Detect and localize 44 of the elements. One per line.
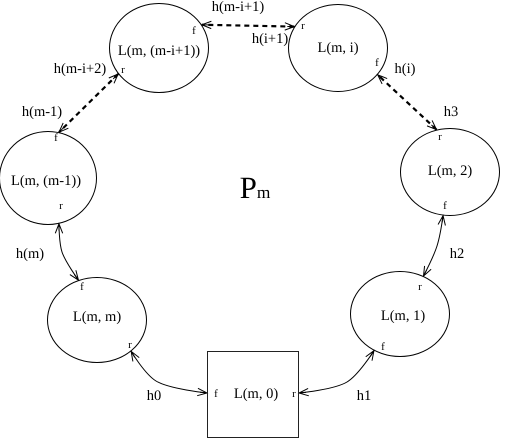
edge-label: h(m) [16,247,44,263]
node-label: L(m, 1) [380,309,426,325]
node-label: L(m, i) [317,41,359,57]
port-label: r [438,130,442,144]
link-label: h(i+1) [252,32,288,48]
ellipse-node [288,4,388,92]
ellipse-node [109,3,209,93]
dashed-arrow [58,73,119,133]
ellipse-node [47,277,147,363]
edge-label: h(i) [394,62,416,78]
port-label: f [214,388,218,400]
port-label: f [192,24,196,38]
port-label: r [128,338,132,352]
dashed-arrow [201,20,295,31]
node-label: L(m, 0) [234,387,278,403]
port-label: r [301,20,305,32]
arrow [423,215,446,277]
node-label: L(m, 2) [428,164,472,180]
edge-label: h2 [450,247,464,263]
port-label: f [381,340,385,354]
port-label: r [59,200,63,212]
node-label: L(m, (m-i+1)) [118,44,200,60]
edge-label: h0 [146,389,162,405]
ellipse-node [350,271,450,357]
arrow [54,223,79,281]
edge-label: h(m-i+2) [54,62,106,78]
square-node [207,351,299,438]
port-label: r [418,280,422,294]
port-label: f [443,200,447,212]
edge-label: h1 [356,389,372,405]
arrow [298,350,374,396]
port-label: f [375,56,379,70]
dashed-arrow [376,74,438,130]
link-label: h3 [444,105,458,121]
port-label: f [80,280,84,294]
ellipse-node [400,128,500,216]
port-label: r [292,388,296,400]
arrow [130,350,208,396]
node-label: L(m, m) [72,310,122,326]
port-label: r [121,64,125,76]
node-label: L(m, (m-1)) [10,174,82,190]
edge-label: h(m-i+1) [212,0,264,16]
port-label: f [54,132,58,144]
link-label: h(m-1) [22,105,62,121]
